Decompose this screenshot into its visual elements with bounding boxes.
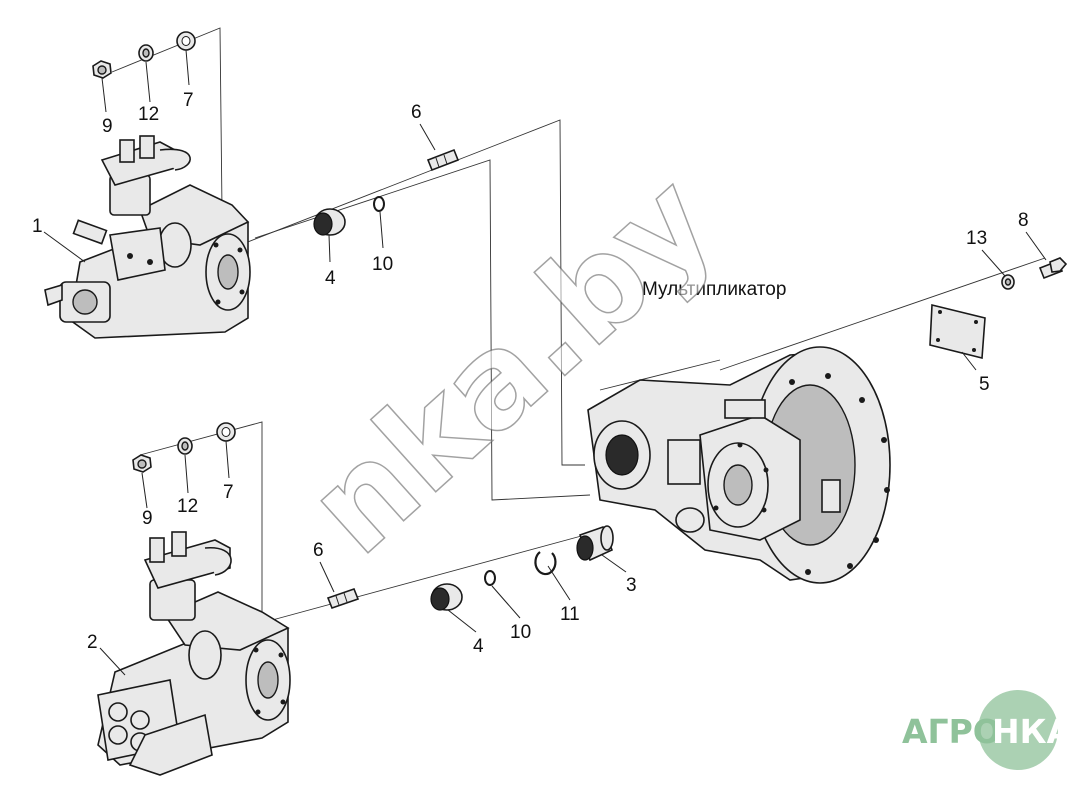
callout-5: 5 bbox=[979, 374, 990, 395]
part-9-nut-top bbox=[92, 60, 112, 79]
part-8-bolt bbox=[1038, 257, 1068, 280]
part-6-pin-top bbox=[426, 148, 460, 172]
callout-12-bottom: 12 bbox=[177, 496, 198, 517]
hydraulic-pump-1 bbox=[44, 135, 251, 339]
logo-text-right: НКА bbox=[992, 712, 1073, 751]
callout-6-top: 6 bbox=[411, 102, 422, 123]
logo-text-left: АГРО bbox=[902, 712, 1001, 751]
part-6-pin-bottom bbox=[326, 587, 360, 610]
callout-10-top: 10 bbox=[372, 254, 393, 275]
callout-4-top: 4 bbox=[325, 268, 336, 289]
callout-4-bottom: 4 bbox=[473, 636, 484, 657]
callout-2: 2 bbox=[87, 632, 98, 653]
part-3-bushing bbox=[576, 525, 614, 562]
part-5-cover-plate bbox=[929, 303, 986, 360]
callout-12-top: 12 bbox=[138, 104, 159, 125]
callout-numbers: 1 2 3 4 4 5 6 6 7 7 8 9 9 10 10 11 12 12… bbox=[32, 90, 1029, 657]
part-12-washer-bottom bbox=[177, 437, 193, 455]
part-13-washer bbox=[1001, 274, 1015, 290]
part-10-ring-bottom bbox=[484, 570, 496, 586]
part-11-circlip bbox=[534, 551, 557, 576]
agronka-logo: АГРО НКА bbox=[902, 690, 1073, 770]
callout-7-top: 7 bbox=[183, 90, 194, 111]
callout-9-top: 9 bbox=[102, 116, 113, 137]
callout-7-bottom: 7 bbox=[223, 482, 234, 503]
callout-8: 8 bbox=[1018, 210, 1029, 231]
callout-9-bottom: 9 bbox=[142, 508, 153, 529]
hydraulic-pump-2 bbox=[97, 531, 291, 776]
part-7-washer-top bbox=[176, 31, 196, 51]
part-9-nut-bottom bbox=[132, 454, 152, 473]
callout-3: 3 bbox=[626, 575, 637, 596]
callout-13: 13 bbox=[966, 228, 987, 249]
part-7-washer-bottom bbox=[216, 422, 236, 442]
callout-10-bottom: 10 bbox=[510, 622, 531, 643]
part-4-bearing-top bbox=[313, 208, 346, 236]
diagram-title: Мультипликатор bbox=[642, 279, 786, 300]
callout-6-bottom: 6 bbox=[313, 540, 324, 561]
callout-11: 11 bbox=[560, 604, 580, 625]
callout-leaders bbox=[43, 49, 1047, 676]
multiplier-gearbox bbox=[587, 346, 891, 584]
part-12-washer-top bbox=[138, 44, 154, 62]
callout-1: 1 bbox=[32, 216, 43, 237]
part-10-ring-top bbox=[373, 196, 385, 212]
part-4-bearing-bottom bbox=[430, 583, 463, 611]
